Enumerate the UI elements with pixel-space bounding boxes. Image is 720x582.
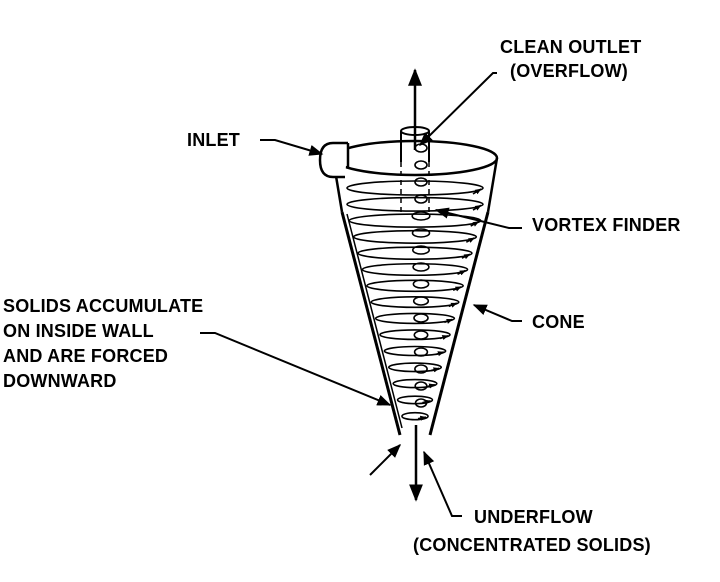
inlet-pipe [318,141,350,179]
inlet-label: INLET [187,130,240,150]
core-loop [414,194,428,204]
spiral-arrow [461,253,471,260]
leader-lines [200,72,522,517]
core-loop [414,160,428,170]
core-loop [414,381,428,391]
core-loop [414,398,428,408]
solids-label-line3: AND ARE FORCED [3,346,169,366]
spiral-loop [366,279,464,293]
core-loop [413,330,429,340]
solids-label-line2: ON INSIDE WALL [3,321,154,341]
core-loop [413,347,429,357]
core-loop [413,313,429,323]
core-loop [412,296,430,306]
clean-outlet-leader [419,72,497,146]
core-upflow [411,143,431,408]
overflow-label: (OVERFLOW) [510,61,628,81]
spiral-arrow [452,286,462,292]
spiral-arrow [426,383,436,389]
spiral-arrow [439,334,449,340]
underflow-leader [423,450,462,517]
spiral-arrow [465,237,475,243]
spiral-loop [401,411,429,421]
spiral-arrow [472,204,482,211]
solids-label-line1: SOLIDS ACCUMULATE [3,296,204,316]
spiral-arrow [444,318,453,324]
cone-leader [472,304,522,322]
concentrated-solids-label: (CONCENTRATED SOLIDS) [413,535,651,555]
core-loop [412,279,430,289]
spiral-arrow [457,269,467,276]
spiral-loop [374,312,456,325]
spiral-loop [379,329,451,341]
cone-label: CONE [532,312,585,332]
vortex-finder-leader [434,207,522,229]
spiral-loop [352,229,478,244]
core-loop [412,262,430,272]
core-loop [411,228,431,238]
core-loop [414,364,428,374]
spiral-loop [387,362,443,373]
solids-label-line4: DOWNWARD [3,371,117,391]
spiral-loop [383,345,447,357]
underflow-label: UNDERFLOW [474,507,593,527]
core-loop [411,245,430,255]
clean-outlet-label: CLEAN OUTLET [500,37,642,57]
inlet-leader [260,139,324,156]
core-loop [411,211,431,221]
spiral-arrow [472,188,482,195]
spiral-loop [370,296,460,309]
spiral-arrow [448,302,458,308]
spiral-arrow [430,367,440,373]
spiral-arrow [470,220,480,227]
solids-leader [200,332,392,406]
underflow-side-leader [369,444,401,476]
vortex-finder-label: VORTEX FINDER [532,215,681,235]
core-loop [414,177,428,187]
spiral-arrow [435,351,445,357]
spiral-arrow [417,415,427,421]
